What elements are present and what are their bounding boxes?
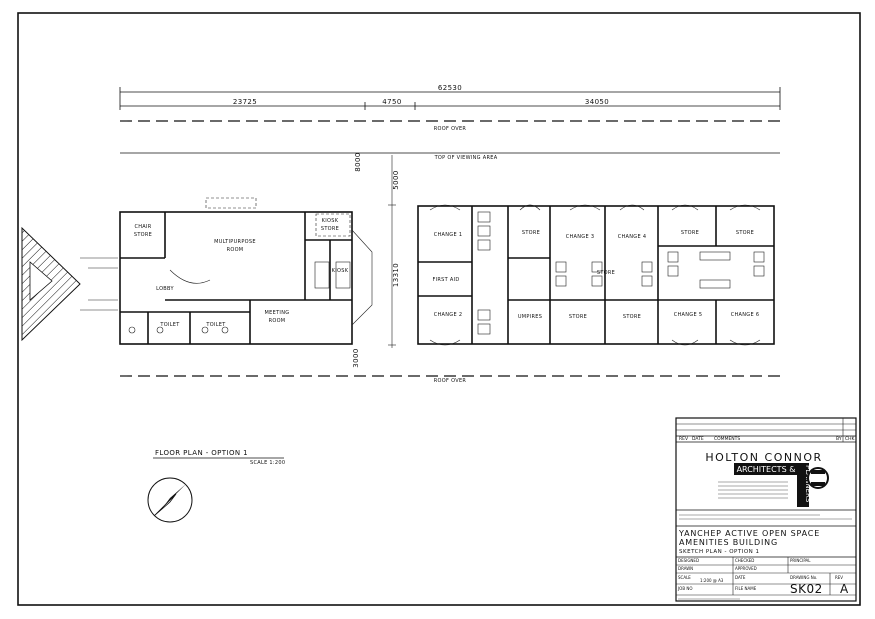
dimension-vertical-depth: 13310 (392, 263, 400, 287)
room-toilet-2-label: TOILET (205, 322, 226, 328)
title-block-rev-header: REV (679, 436, 689, 442)
plan-scale: SCALE 1:200 (250, 460, 285, 466)
roof-over-top-label: ROOF OVER (434, 126, 467, 132)
firm-sub2: PLANNERS (804, 465, 812, 503)
room-chair-store-label-2: STORE (134, 232, 152, 238)
revision-letter: A (840, 582, 849, 596)
roof-over-bottom-label: ROOF OVER (434, 378, 467, 384)
disclaimer-lines (679, 514, 852, 520)
room-change-2-label: CHANGE 2 (434, 312, 463, 318)
file-name-label: FILE NAME (735, 586, 757, 591)
approved-label: APPROVED (735, 566, 757, 571)
room-first-aid-label: FIRST AID (432, 277, 459, 283)
dimension-overall: 62530 (438, 84, 462, 92)
dimension-vertical-top: 8000 (354, 152, 362, 171)
room-change-6-label: CHANGE 6 (731, 312, 760, 318)
room-store-c-label: STORE (623, 314, 641, 320)
project-line-2: AMENITIES BUILDING (679, 538, 778, 547)
title-block-comments-header: COMMENTS (714, 436, 740, 442)
drawing-no-label: DRAWING No. (790, 575, 817, 580)
firm-name: HOLTON CONNOR (705, 451, 822, 464)
room-lobby-label: LOBBY (156, 286, 174, 292)
right-building (417, 204, 775, 346)
title-block-date-header: DATE (692, 436, 704, 442)
dimension-middle: 4750 (382, 98, 401, 106)
firm-sub-bar (734, 463, 798, 475)
room-change-4-label: CHANGE 4 (618, 234, 647, 240)
job-no-label: JOB NO (677, 586, 692, 591)
dimension-left: 23725 (233, 98, 257, 106)
firm-logo-icon (807, 467, 829, 489)
project-line-1: YANCHEP ACTIVE OPEN SPACE (678, 529, 820, 538)
room-kiosk-store-label: KIOSK (322, 218, 339, 224)
dimension-lines: 62530 23725 4750 34050 8000 5000 13310 3… (119, 84, 781, 368)
room-kiosk-store-label-2: STORE (321, 226, 339, 232)
dimension-right: 34050 (585, 98, 609, 106)
plan-title: FLOOR PLAN - OPTION 1 (155, 449, 248, 457)
entry-canopy (21, 226, 118, 342)
drawing-number: SK02 (790, 582, 823, 596)
firm-address-lines (718, 481, 788, 499)
room-toilet-1-label: TOILET (159, 322, 180, 328)
dimension-vertical-mid: 5000 (392, 170, 400, 189)
designed-label: DESIGNED (678, 558, 699, 563)
room-multipurpose-label: MULTIPURPOSE (214, 239, 256, 245)
date-label: DATE (735, 575, 746, 580)
room-kiosk-label: KIOSK (332, 268, 349, 274)
checked-label: CHECKED (735, 558, 754, 563)
room-multipurpose-label-2: ROOM (227, 247, 244, 253)
scale-value: 1:200 @ A3 (700, 578, 724, 583)
room-change-1-label: CHANGE 1 (434, 232, 463, 238)
room-store-a-label: STORE (522, 230, 540, 236)
room-meeting-label-2: ROOM (269, 318, 286, 324)
room-store-b-label: STORE (569, 314, 587, 320)
room-store-e-label: STORE (736, 230, 754, 236)
room-change-3-label: CHANGE 3 (566, 234, 595, 240)
project-line-3: SKETCH PLAN - OPTION 1 (679, 549, 760, 555)
drawn-label: DRAWN (678, 566, 693, 571)
room-meeting-label: MEETING (265, 310, 290, 316)
firm-sub: ARCHITECTS & (737, 465, 796, 474)
title-block (675, 417, 857, 602)
room-store-f-label: STORE (597, 270, 615, 276)
principal-label: PRINCIPAL (790, 558, 811, 563)
room-umpires-label: UMPIRES (518, 314, 542, 320)
title-block-by-header: BY (836, 436, 842, 442)
room-change-5-label: CHANGE 5 (674, 312, 703, 318)
north-arrow-icon (147, 477, 193, 523)
left-building (119, 197, 373, 345)
room-store-d-label: STORE (681, 230, 699, 236)
title-block-chk-header: CHK (845, 436, 856, 442)
scale-label: SCALE (678, 575, 691, 580)
dimension-vertical-bottom: 3000 (352, 348, 360, 367)
rev-label: REV (835, 575, 843, 580)
viewing-area-label: TOP OF VIEWING AREA (434, 155, 498, 161)
firm-sub2-bar (797, 463, 809, 507)
room-chair-store-label: CHAIR (134, 224, 151, 230)
sheet-border (17, 12, 861, 606)
